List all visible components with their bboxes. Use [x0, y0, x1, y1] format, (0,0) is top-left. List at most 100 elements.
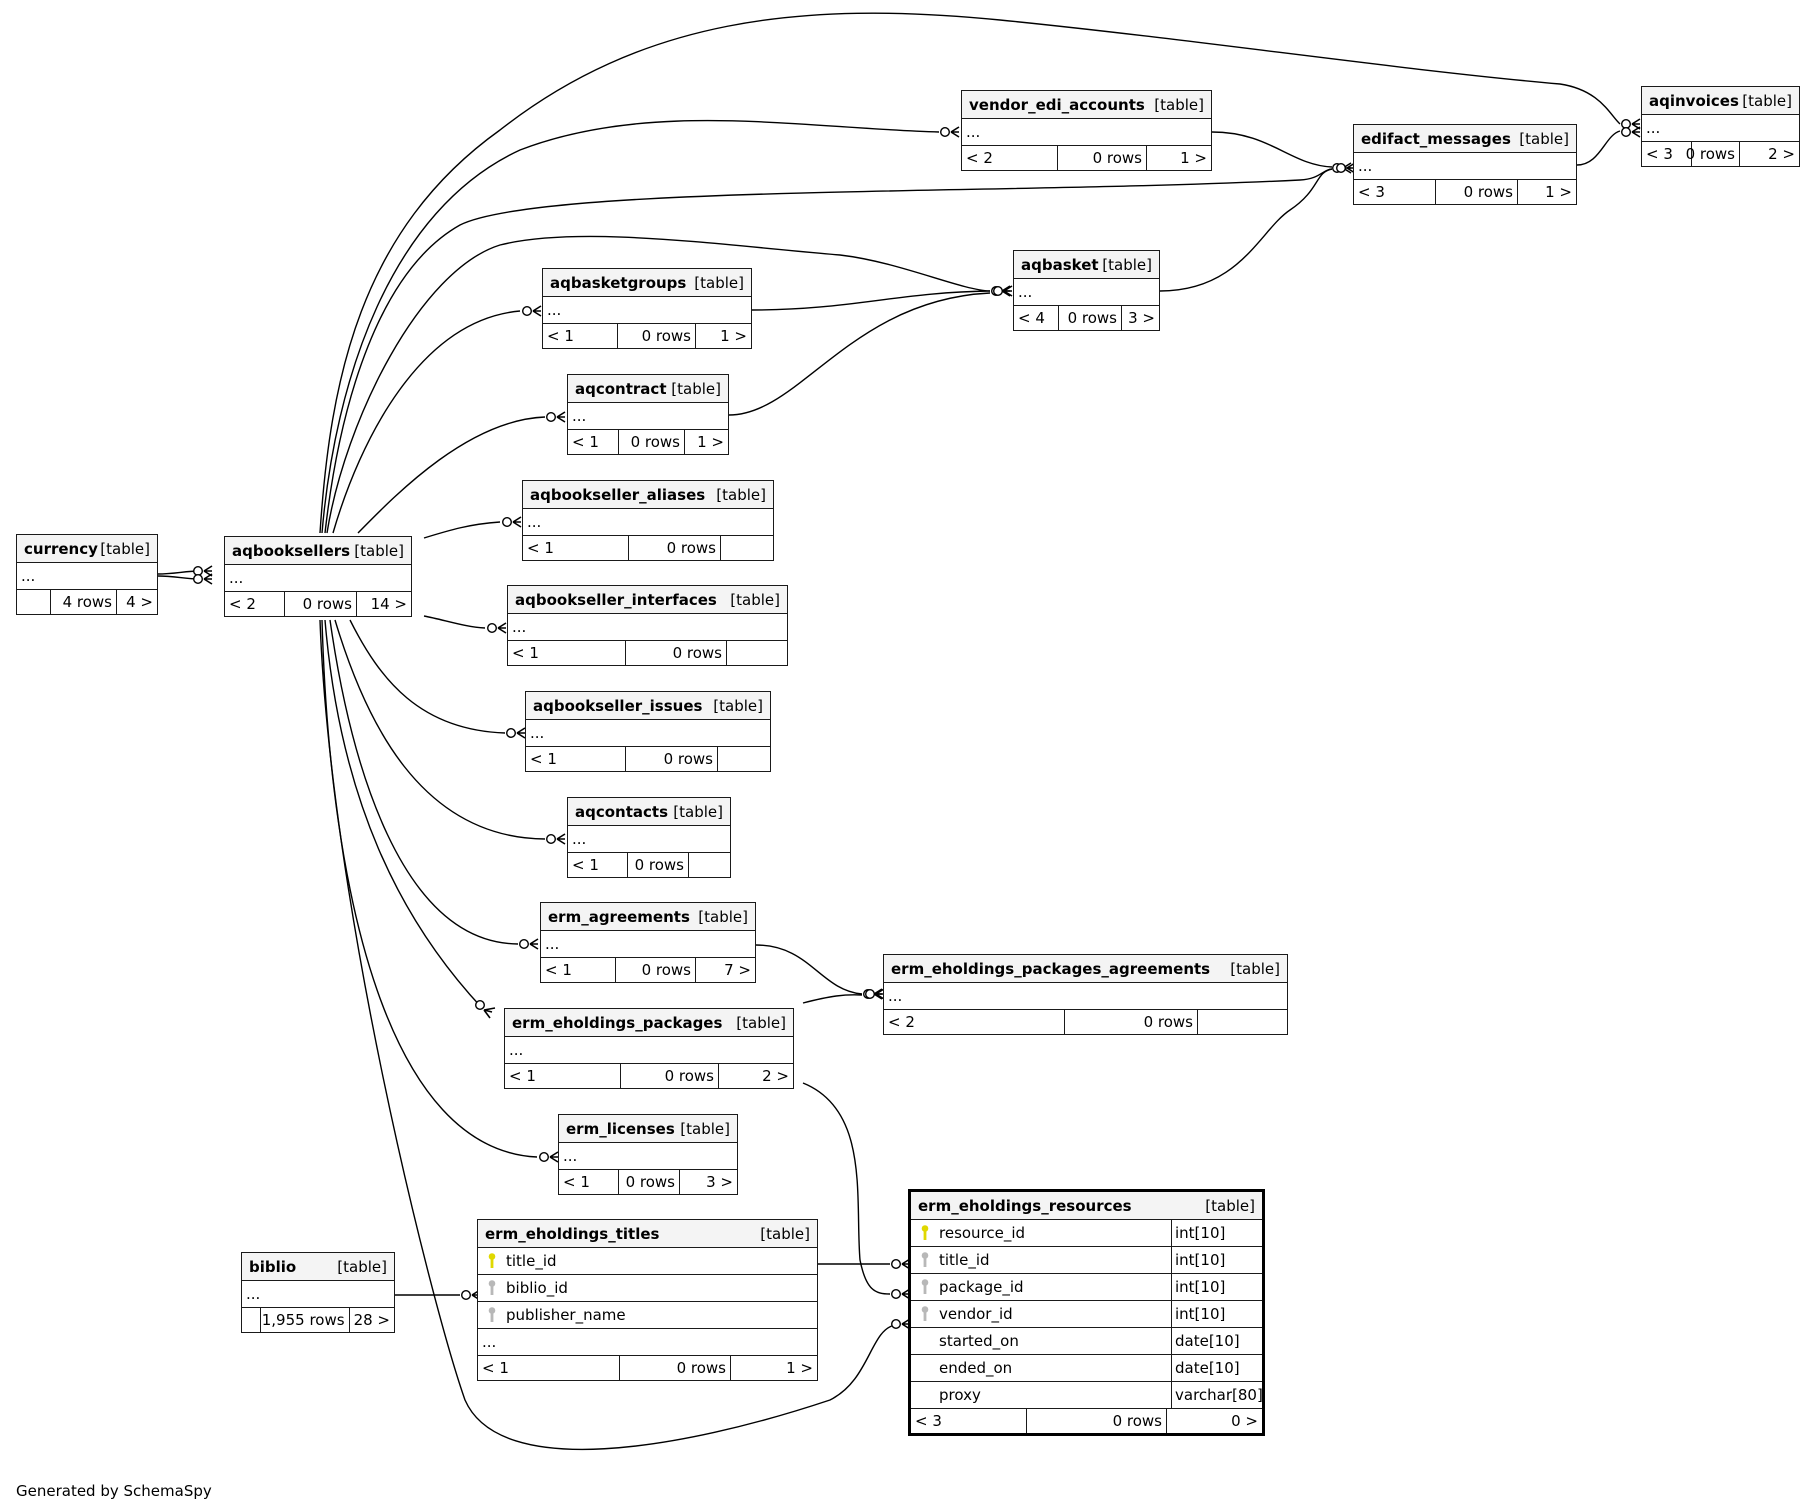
- table-header[interactable]: erm_eholdings_packages[table]: [505, 1009, 793, 1037]
- more-columns-ellipsis[interactable]: ...: [1354, 153, 1576, 180]
- children-link[interactable]: 28 >: [353, 1311, 390, 1329]
- table-name[interactable]: aqbasket: [1021, 255, 1099, 274]
- parents-link[interactable]: < 3: [1354, 180, 1436, 204]
- children-link[interactable]: 3 >: [706, 1173, 733, 1191]
- table-header[interactable]: aqcontract[table]: [568, 375, 728, 403]
- table-name[interactable]: aqcontract: [575, 379, 667, 398]
- more-columns-ellipsis[interactable]: ...: [568, 403, 728, 430]
- parents-link[interactable]: < 1: [526, 747, 626, 771]
- more-columns-ellipsis[interactable]: ...: [478, 1329, 817, 1356]
- children-link[interactable]: 4 >: [126, 593, 153, 611]
- more-columns-ellipsis[interactable]: ...: [559, 1143, 737, 1170]
- table-header[interactable]: erm_agreements[table]: [541, 903, 755, 931]
- table-name[interactable]: vendor_edi_accounts: [969, 95, 1145, 114]
- children-link[interactable]: 2 >: [1768, 145, 1795, 163]
- more-columns-ellipsis[interactable]: ...: [17, 563, 157, 590]
- more-columns-ellipsis[interactable]: ...: [508, 614, 787, 641]
- table-name[interactable]: aqbookseller_aliases: [530, 485, 706, 504]
- more-columns-ellipsis[interactable]: ...: [1014, 279, 1159, 306]
- parents-link[interactable]: < 1: [568, 853, 628, 877]
- table-name[interactable]: aqbookseller_issues: [533, 696, 703, 715]
- table-header[interactable]: aqinvoices[table]: [1642, 87, 1799, 115]
- parents-link[interactable]: [242, 1308, 261, 1332]
- table-erm-eholdings-packages-agreements[interactable]: erm_eholdings_packages_agreements[table]…: [883, 954, 1288, 1035]
- table-name[interactable]: aqbooksellers: [232, 541, 351, 560]
- parents-link[interactable]: < 1: [559, 1170, 619, 1194]
- more-columns-ellipsis[interactable]: ...: [225, 565, 411, 592]
- more-columns-ellipsis[interactable]: ...: [526, 720, 770, 747]
- parents-link[interactable]: < 2: [884, 1010, 1065, 1034]
- parents-link[interactable]: < 1: [543, 324, 618, 348]
- parents-link[interactable]: < 1: [508, 641, 626, 665]
- table-header[interactable]: vendor_edi_accounts[table]: [962, 91, 1211, 119]
- table-header[interactable]: aqbookseller_aliases[table]: [523, 481, 773, 509]
- table-header[interactable]: erm_eholdings_resources[table]: [911, 1192, 1262, 1220]
- table-header[interactable]: edifact_messages[table]: [1354, 125, 1576, 153]
- more-columns-ellipsis[interactable]: ...: [242, 1281, 394, 1308]
- more-columns-ellipsis[interactable]: ...: [541, 931, 755, 958]
- children-link[interactable]: 7 >: [724, 961, 751, 979]
- children-link[interactable]: [721, 536, 773, 560]
- more-columns-ellipsis[interactable]: ...: [568, 826, 730, 853]
- parents-link[interactable]: < 3: [1642, 142, 1692, 166]
- children-link[interactable]: 1 >: [1545, 183, 1572, 201]
- table-header[interactable]: erm_eholdings_titles[table]: [478, 1220, 817, 1248]
- children-link[interactable]: 1 >: [697, 433, 724, 451]
- table-erm-eholdings-resources[interactable]: erm_eholdings_resources[table]resource_i…: [908, 1189, 1265, 1436]
- table-name[interactable]: aqbookseller_interfaces: [515, 590, 717, 609]
- column-row[interactable]: biblio_id: [478, 1275, 817, 1302]
- table-name[interactable]: edifact_messages: [1361, 129, 1511, 148]
- table-header[interactable]: erm_licenses[table]: [559, 1115, 737, 1143]
- table-header[interactable]: aqbasketgroups[table]: [543, 269, 751, 297]
- table-name[interactable]: biblio: [249, 1257, 297, 1276]
- table-name[interactable]: erm_eholdings_resources: [918, 1196, 1132, 1215]
- children-link[interactable]: 0 >: [1231, 1412, 1258, 1430]
- parents-link[interactable]: [17, 590, 51, 614]
- parents-link[interactable]: < 1: [568, 430, 619, 454]
- table-header[interactable]: aqcontacts[table]: [568, 798, 730, 826]
- children-link[interactable]: 14 >: [370, 595, 407, 613]
- table-name[interactable]: aqbasketgroups: [550, 273, 687, 292]
- table-name[interactable]: erm_eholdings_packages_agreements: [891, 959, 1211, 978]
- more-columns-ellipsis[interactable]: ...: [543, 297, 751, 324]
- table-name[interactable]: erm_eholdings_titles: [485, 1224, 660, 1243]
- children-link[interactable]: 3 >: [1128, 309, 1155, 327]
- table-header[interactable]: currency[table]: [17, 535, 157, 563]
- parents-link[interactable]: < 1: [523, 536, 629, 560]
- table-name[interactable]: erm_agreements: [548, 907, 690, 926]
- parents-link[interactable]: < 1: [541, 958, 616, 982]
- children-link[interactable]: 1 >: [1180, 149, 1207, 167]
- more-columns-ellipsis[interactable]: ...: [505, 1037, 793, 1064]
- children-link[interactable]: 1 >: [786, 1359, 813, 1377]
- parents-link[interactable]: < 1: [478, 1356, 620, 1380]
- more-columns-ellipsis[interactable]: ...: [884, 983, 1287, 1010]
- table-name[interactable]: erm_eholdings_packages: [512, 1013, 723, 1032]
- column-row[interactable]: title_id: [478, 1248, 817, 1275]
- column-row[interactable]: publisher_name: [478, 1302, 817, 1329]
- table-header[interactable]: aqbooksellers[table]: [225, 537, 411, 565]
- table-name[interactable]: aqinvoices: [1649, 91, 1739, 110]
- parents-link[interactable]: < 2: [225, 592, 285, 616]
- table-header[interactable]: aqbasket[table]: [1014, 251, 1159, 279]
